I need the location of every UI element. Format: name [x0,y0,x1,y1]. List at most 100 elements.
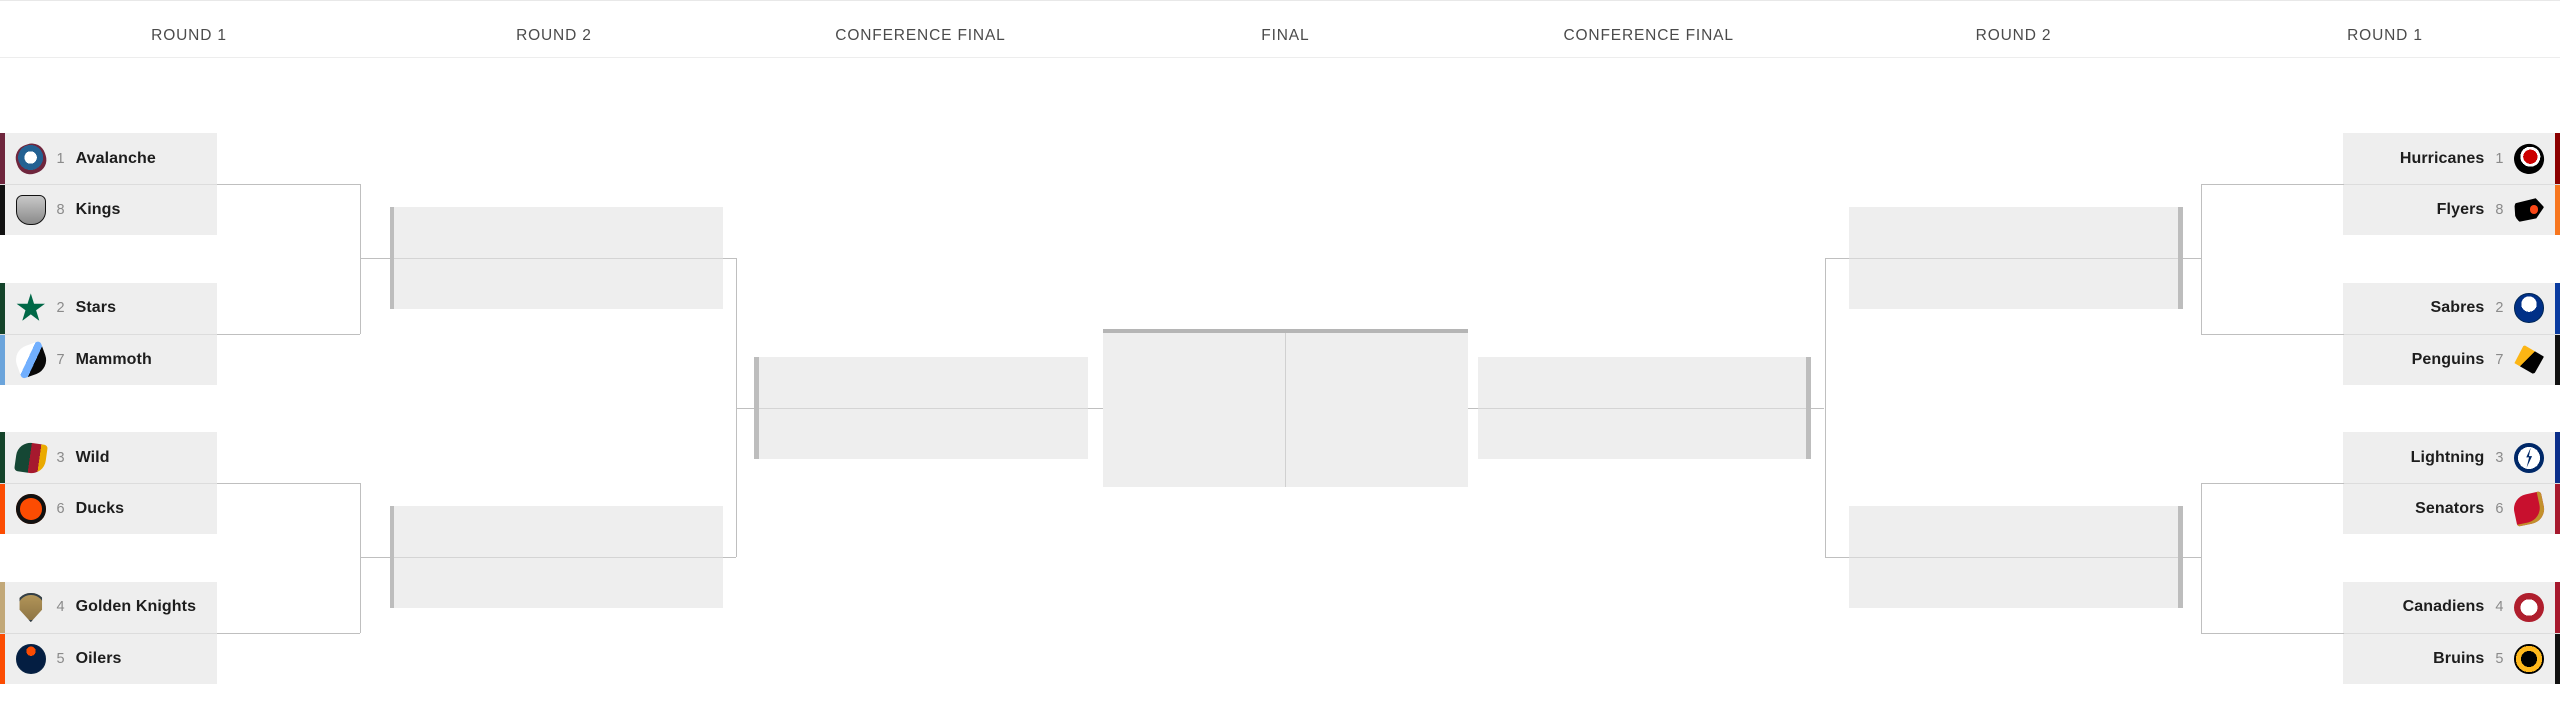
team-name: Flyers [2436,201,2485,219]
connector-h-r2-east-bottom [2182,557,2201,559]
connector-h-cf-west [736,407,755,409]
connector-h-final-west [1088,407,1103,409]
slot-half-bottom [389,557,724,608]
slot-half-bottom [1477,407,1812,459]
round-label-2: CONFERENCE FINAL [835,27,1006,44]
team-name: Bruins [2433,649,2485,667]
slot-final[interactable] [1102,328,1468,487]
wild-logo [14,441,48,475]
team-accent-bar [0,484,5,535]
team-row[interactable]: 6 Ducks [0,483,217,535]
connector-h-r2-west-top [359,258,390,260]
penguins-logo [2514,344,2544,375]
team-name: Penguins [2411,350,2485,368]
team-row[interactable]: 7 Penguins [2343,333,2560,385]
slot-half-bottom [389,258,724,309]
slot-accent-bar [2177,506,2183,609]
team-accent-bar [2555,133,2560,185]
team-accent-bar [0,633,5,684]
team-row[interactable]: 4 Canadiens [2343,581,2560,633]
team-seed: 3 [2495,449,2504,466]
team-seed: 1 [56,150,65,167]
canadiens-logo [2514,592,2544,623]
slot-west-conf-final[interactable] [754,356,1089,459]
team-accent-bar [2555,581,2560,633]
team-name: Golden Knights [75,598,197,616]
connector-h-r1-west-1 [216,333,360,335]
team-seed: 2 [56,300,65,317]
team-accent-bar [0,185,5,236]
team-seed: 7 [2495,351,2504,368]
team-accent-bar [0,133,5,185]
connector-h-r2out-east-bottom [1824,557,1850,559]
slot-half-top [390,506,724,557]
team-accent-bar [0,282,5,334]
team-row[interactable]: 1 Hurricanes [2343,133,2560,185]
connector-h-r1-west-0 [216,184,360,186]
team-name: Hurricanes [2399,149,2485,167]
slot-accent-bar [389,506,395,609]
slot-half-bottom [1849,557,2183,608]
golden-knights-logo [16,592,46,623]
round-label-4: CONFERENCE FINAL [1563,27,1734,44]
connector-h-r1-east-1 [2200,333,2344,335]
slot-west-round2-bottom[interactable] [389,506,724,609]
senators-logo [2511,491,2547,527]
slot-half-top [1849,207,2183,258]
connector-h-r2out-west-bottom [723,557,737,559]
slot-east-conf-final[interactable] [1477,356,1812,459]
team-seed: 6 [56,501,65,518]
team-accent-bar [0,334,5,385]
slot-half-top [390,207,724,258]
connector-h-final-east [1467,407,1478,409]
connector-h-r2out-west-top [723,258,737,260]
slot-half-top [754,357,1088,408]
slot-half-bottom [1849,258,2183,309]
team-name: Senators [2415,500,2485,518]
connector-v-east-cf [1824,258,1826,558]
connector-h-r1-east-2 [2200,483,2344,485]
round-label-0: ROUND 1 [151,27,227,44]
team-name: Canadiens [2402,598,2485,616]
team-seed: 2 [2495,300,2504,317]
team-seed: 6 [2495,501,2504,518]
connector-h-r2out-east-top [1824,258,1850,260]
slot-east-round2-bottom[interactable] [1849,506,2183,609]
team-seed: 4 [2495,599,2504,616]
team-row[interactable]: 1 Avalanche [0,133,217,185]
hurricanes-logo [2511,140,2548,177]
final-half-right [1285,332,1467,487]
team-name: Avalanche [75,149,156,167]
team-name: Wild [75,448,110,466]
team-name: Ducks [75,500,125,518]
slot-west-round2-top[interactable] [389,207,724,309]
kings-logo [16,195,46,225]
slot-accent-bar [1806,356,1812,459]
connector-v-east-top [2200,184,2202,334]
flyers-logo [2514,195,2544,225]
slot-east-round2-top[interactable] [1849,207,2183,309]
team-seed: 1 [2495,150,2504,167]
team-name: Oilers [75,649,122,667]
team-row[interactable]: 6 Senators [2343,483,2560,535]
